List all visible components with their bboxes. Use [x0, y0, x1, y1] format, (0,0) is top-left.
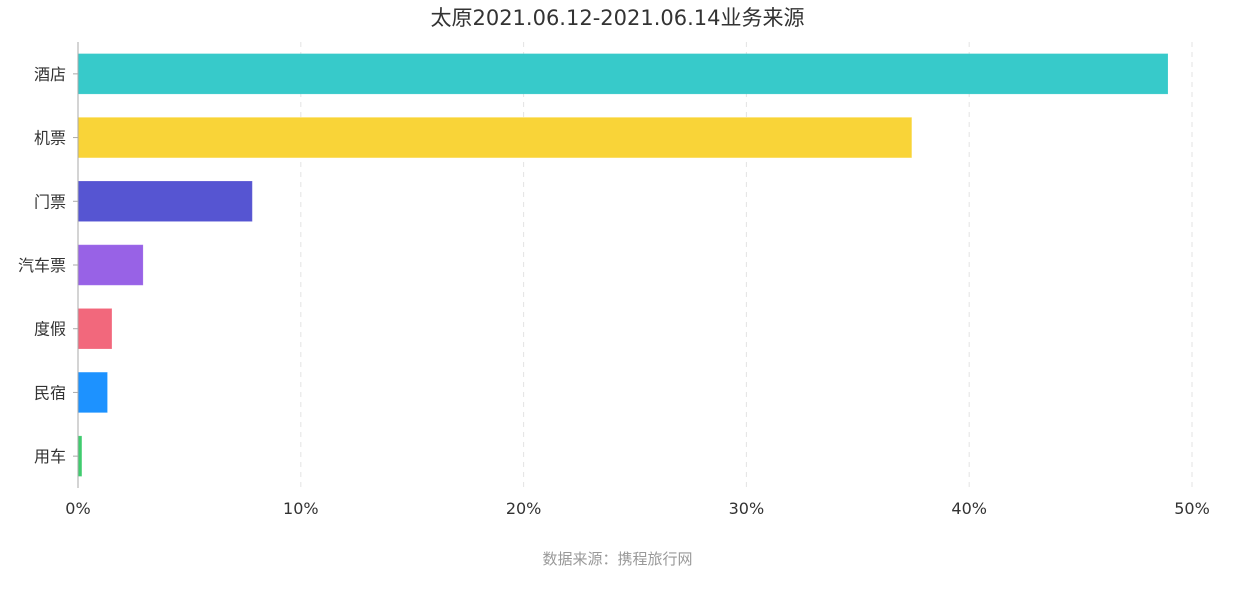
x-tick-label: 40%	[951, 499, 987, 518]
category-label: 民宿	[34, 383, 66, 402]
x-tick-label: 10%	[283, 499, 319, 518]
category-label: 汽车票	[18, 256, 66, 275]
category-label: 门票	[34, 192, 66, 211]
bars	[77, 53, 1168, 477]
x-tick-label: 0%	[65, 499, 90, 518]
chart-source-note: 数据来源：携程旅行网	[542, 550, 693, 568]
x-tick-label: 30%	[729, 499, 765, 518]
category-label: 度假	[34, 320, 66, 339]
grid-lines	[300, 42, 1193, 488]
bar	[77, 181, 253, 222]
bar	[77, 435, 82, 477]
bar	[77, 372, 108, 413]
bar	[77, 244, 144, 286]
bar	[77, 308, 112, 349]
x-tick-label: 50%	[1174, 499, 1210, 518]
category-label: 酒店	[34, 65, 66, 84]
bar	[77, 53, 1168, 95]
chart-title: 太原2021.06.12-2021.06.14业务来源	[430, 6, 805, 30]
category-label: 用车	[34, 447, 66, 466]
x-tick-label: 20%	[506, 499, 542, 518]
bar	[77, 117, 912, 158]
category-label: 机票	[34, 129, 66, 148]
